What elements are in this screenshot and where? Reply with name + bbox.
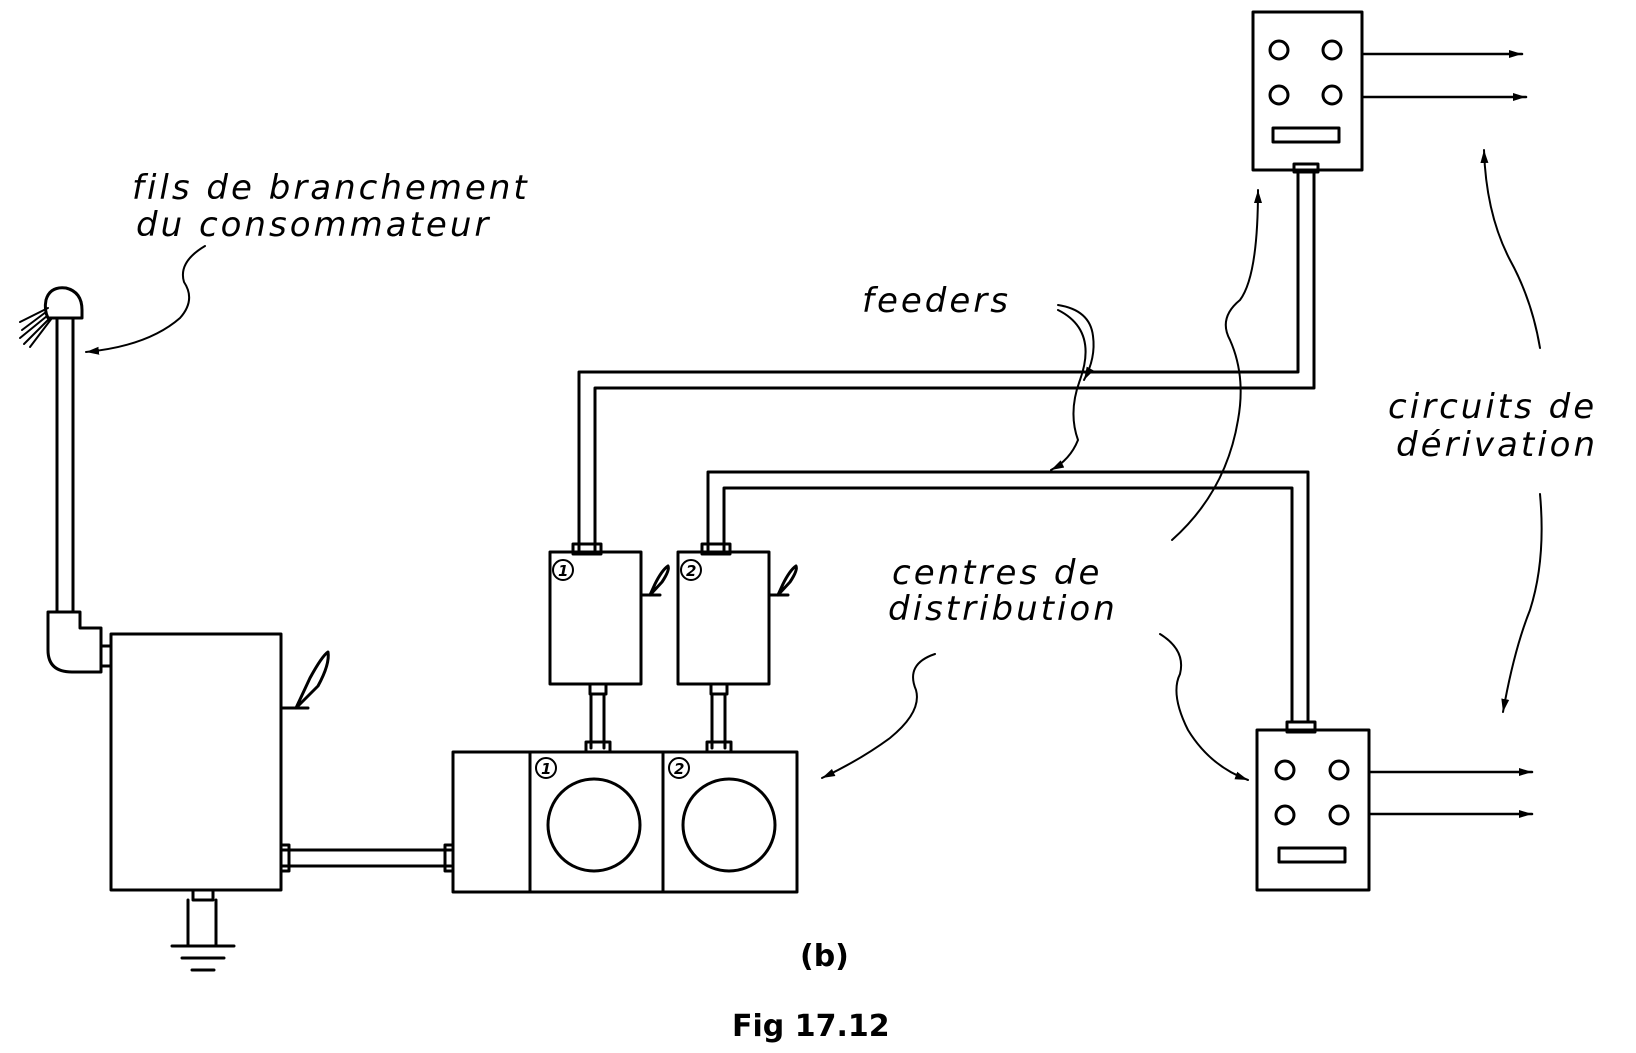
feeder-1 xyxy=(571,168,1316,556)
main-feed-conduit xyxy=(279,843,455,873)
main-service-panel xyxy=(109,632,330,892)
switchboard: 1 2 xyxy=(451,750,799,894)
switchboard-number-1: 1 xyxy=(541,760,551,778)
distribution-center-bottom xyxy=(1255,720,1534,892)
breaker-2: 2 xyxy=(676,550,798,754)
label-branch-circuits-line1: circuits de xyxy=(1388,387,1597,427)
distribution-center-top xyxy=(1251,10,1528,174)
label-consumer-wires-line2: du consommateur xyxy=(136,205,491,245)
switchboard-number-2: 2 xyxy=(674,760,684,778)
label-feeders-text: feeders xyxy=(862,281,1011,321)
label-branch-circuits-line2: dérivation xyxy=(1396,425,1598,465)
breaker-1-number: 1 xyxy=(558,562,568,580)
subfigure-label: (b) xyxy=(800,939,849,974)
figure-caption: Fig 17.12 xyxy=(732,1009,890,1044)
breaker-2-number: 2 xyxy=(686,562,696,580)
breaker-1: 1 xyxy=(548,550,670,754)
label-distribution-centers: centres de distribution xyxy=(821,189,1262,781)
ground-connection xyxy=(170,888,236,972)
label-branch-circuits: circuits de dérivation xyxy=(1388,149,1598,713)
label-distribution-centers-line1: centres de xyxy=(892,553,1102,593)
label-feeders: feeders xyxy=(862,281,1095,471)
label-consumer-wires: fils de branchement du consommateur xyxy=(85,168,530,355)
label-distribution-centers-line2: distribution xyxy=(888,589,1118,629)
label-consumer-wires-line1: fils de branchement xyxy=(132,168,530,208)
feeder-2 xyxy=(700,470,1310,722)
service-entrance-mast xyxy=(19,286,113,674)
